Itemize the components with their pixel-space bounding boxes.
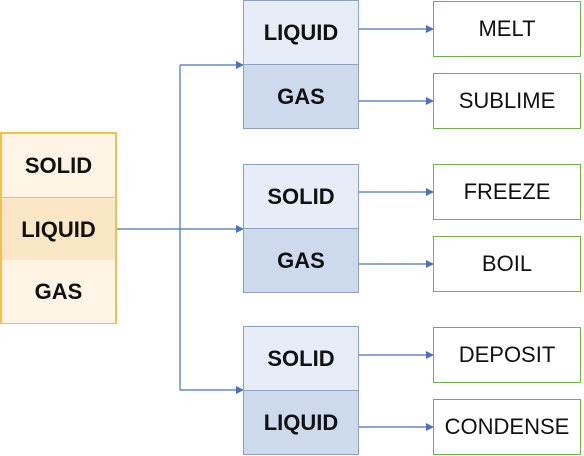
source-cell-gas: GAS [2,260,115,323]
pair-2-top: SOLID [244,165,358,229]
pair-1-top: LIQUID [244,1,358,65]
pair-group-1: LIQUID GAS [243,0,359,129]
result-sublime: SUBLIME [433,73,581,129]
result-melt: MELT [433,1,581,57]
result-boil: BOIL [433,236,581,292]
pair-3-bottom: LIQUID [244,391,358,454]
pair-group-3: SOLID LIQUID [243,326,359,455]
source-state-group: SOLID LIQUID GAS [0,132,117,324]
pair-group-2: SOLID GAS [243,164,359,293]
pair-3-top: SOLID [244,327,358,391]
result-deposit: DEPOSIT [433,327,581,383]
pair-2-bottom: GAS [244,229,358,292]
pair-1-bottom: GAS [244,65,358,128]
result-freeze: FREEZE [433,164,581,220]
source-cell-liquid: LIQUID [2,197,115,262]
result-condense: CONDENSE [433,399,581,455]
source-cell-solid: SOLID [2,134,115,197]
